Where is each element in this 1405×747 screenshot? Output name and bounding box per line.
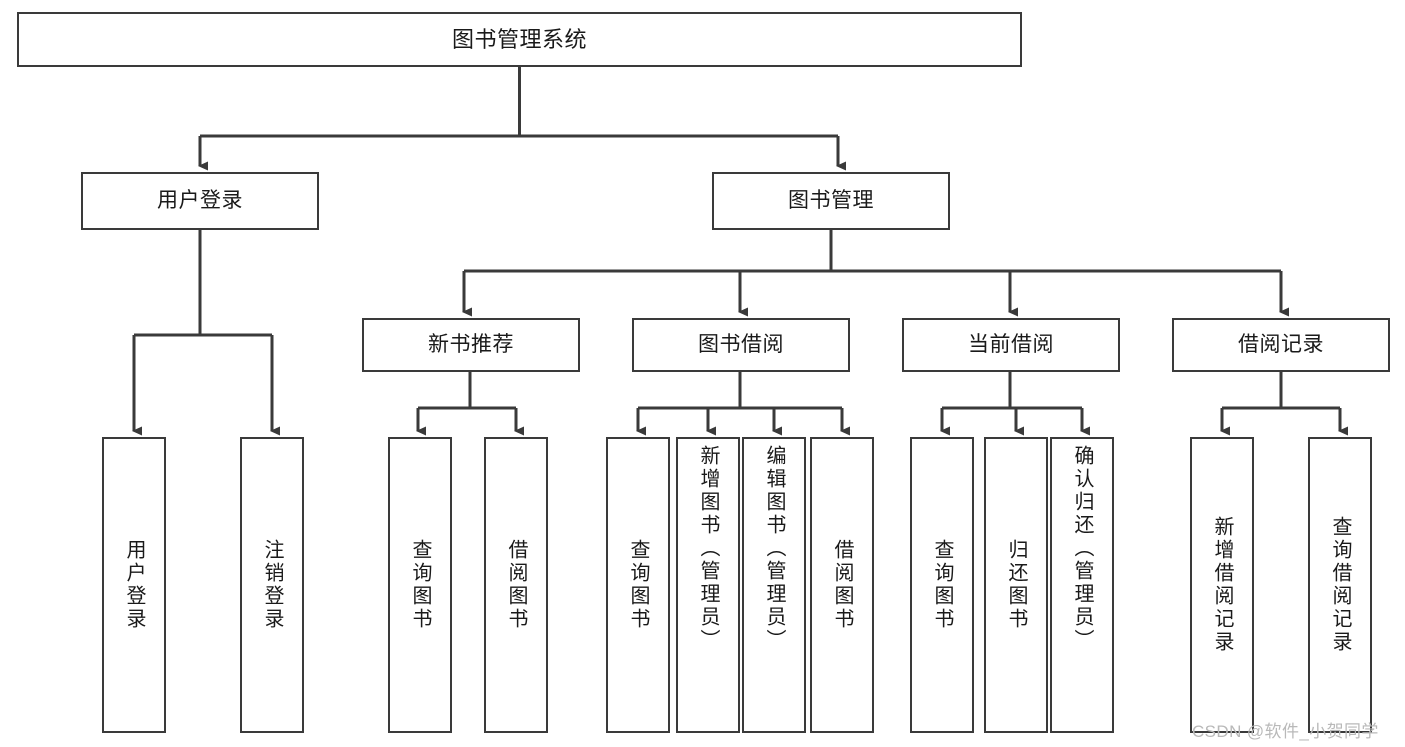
node-new-book-rec-label: 新书推荐 [428,332,514,356]
leaf-return-book-label: 归还图书 [1005,539,1027,631]
leaf-user-logout[interactable]: 注销登录 [240,437,304,733]
leaf-return-book[interactable]: 归还图书 [984,437,1048,733]
leaf-add-book[interactable]: 新增图书（管理员） [676,437,740,733]
leaf-query-book-2-label: 查询图书 [627,539,649,631]
node-root-label: 图书管理系统 [451,26,587,52]
leaf-query-book-3-label: 查询图书 [931,539,953,631]
node-user-login-label: 用户登录 [157,188,243,212]
node-book-borrow-label: 图书借阅 [698,332,784,356]
leaf-confirm-return-label: 确认归还（管理员） [1071,445,1093,652]
node-book-manage-label: 图书管理 [788,188,874,212]
leaf-edit-book[interactable]: 编辑图书（管理员） [742,437,806,733]
leaf-user-login[interactable]: 用户登录 [102,437,166,733]
leaf-query-book-1-label: 查询图书 [409,539,431,631]
leaf-borrow-book-2[interactable]: 借阅图书 [810,437,874,733]
leaf-query-record-label: 查询借阅记录 [1329,516,1351,654]
node-current-borrow-label: 当前借阅 [968,332,1054,356]
leaf-add-record-label: 新增借阅记录 [1211,516,1233,654]
node-book-manage[interactable]: 图书管理 [712,172,950,230]
node-current-borrow[interactable]: 当前借阅 [902,318,1120,372]
node-new-book-rec[interactable]: 新书推荐 [362,318,580,372]
node-borrow-record[interactable]: 借阅记录 [1172,318,1390,372]
leaf-query-book-3[interactable]: 查询图书 [910,437,974,733]
leaf-borrow-book-2-label: 借阅图书 [831,539,853,631]
leaf-user-logout-label: 注销登录 [261,539,283,631]
node-book-borrow[interactable]: 图书借阅 [632,318,850,372]
leaf-borrow-book-1[interactable]: 借阅图书 [484,437,548,733]
leaf-query-book-1[interactable]: 查询图书 [388,437,452,733]
leaf-add-record[interactable]: 新增借阅记录 [1190,437,1254,733]
watermark: CSDN @软件_小贺同学 [1192,722,1379,741]
node-user-login[interactable]: 用户登录 [81,172,319,230]
node-borrow-record-label: 借阅记录 [1238,332,1324,356]
leaf-query-record[interactable]: 查询借阅记录 [1308,437,1372,733]
leaf-query-book-2[interactable]: 查询图书 [606,437,670,733]
leaf-edit-book-label: 编辑图书（管理员） [763,445,785,652]
node-root[interactable]: 图书管理系统 [17,12,1022,67]
leaf-borrow-book-1-label: 借阅图书 [505,539,527,631]
leaf-user-login-label: 用户登录 [123,539,145,631]
leaf-add-book-label: 新增图书（管理员） [697,445,719,652]
leaf-confirm-return[interactable]: 确认归还（管理员） [1050,437,1114,733]
